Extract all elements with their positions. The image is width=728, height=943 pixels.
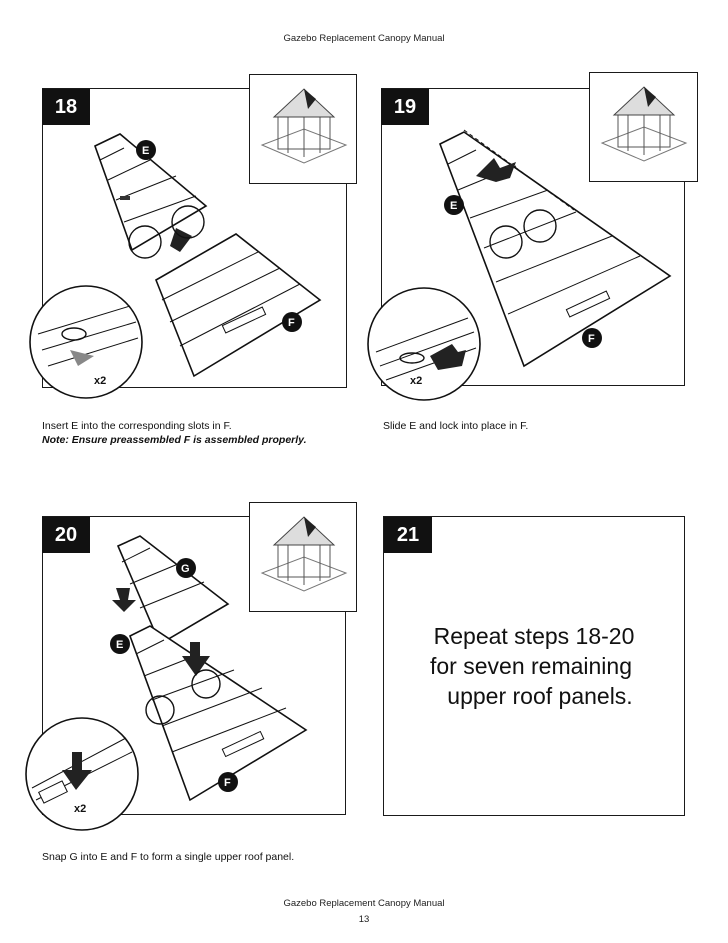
label-e: E xyxy=(450,200,457,212)
step-20-number: 20 xyxy=(42,517,90,553)
label-g: G xyxy=(181,563,190,575)
arrow-down-icon xyxy=(170,228,192,252)
page-footer: Gazebo Replacement Canopy Manual xyxy=(283,898,445,909)
multiplier-label: x2 xyxy=(74,803,86,815)
detail-circle xyxy=(128,225,162,259)
repeat-line-2: for seven remaining xyxy=(430,653,632,679)
zoom-detail: x2 xyxy=(25,717,139,831)
step-18-note-text: Note: Ensure preassembled F is assembled… xyxy=(42,434,307,446)
label-e-badge xyxy=(110,634,130,654)
label-f-badge xyxy=(218,772,238,792)
detail-circle xyxy=(489,225,523,259)
page-number: 13 xyxy=(358,914,370,925)
label-e-badge xyxy=(136,140,156,160)
arrow-down-icon xyxy=(182,642,210,676)
gazebo-icon xyxy=(260,88,348,164)
multiplier-label: x2 xyxy=(410,375,422,387)
step-21-number: 21 xyxy=(384,517,432,553)
detail-circle xyxy=(171,205,205,239)
label-f: F xyxy=(288,317,295,329)
detail-circle xyxy=(191,669,221,699)
detail-circle xyxy=(145,695,175,725)
arrow-down-icon xyxy=(112,588,136,612)
label-g-badge xyxy=(176,558,196,578)
step-19-gazebo-thumbnail xyxy=(589,72,698,182)
step-18-note: Note: Ensure preassembled F is assembled… xyxy=(42,433,342,447)
roof-panel-e xyxy=(94,133,208,252)
gazebo-icon xyxy=(260,516,348,592)
label-e: E xyxy=(142,145,149,157)
multiplier-label: x2 xyxy=(94,375,106,387)
gazebo-icon xyxy=(600,86,688,162)
roof-panel-f xyxy=(155,233,322,378)
detail-circle xyxy=(523,209,557,243)
step-21-panel: Repeat steps 18-20 for seven remaining u… xyxy=(383,516,685,816)
repeat-instruction: Repeat steps 18-20 for seven remaining u… xyxy=(384,621,684,711)
step-20-caption: Snap G into E and F to form a single upp… xyxy=(42,851,295,863)
step-19-caption: Slide E and lock into place in F. xyxy=(383,420,529,432)
label-f-badge xyxy=(582,328,602,348)
label-f: F xyxy=(224,777,231,789)
roof-panel-g xyxy=(116,535,230,646)
label-f-badge xyxy=(282,312,302,332)
zoom-detail: x2 xyxy=(367,287,481,401)
step-20-gazebo-thumbnail xyxy=(249,502,357,612)
roof-panel-e-f xyxy=(129,625,308,802)
step-19-number: 19 xyxy=(381,89,429,125)
repeat-line-1: Repeat steps 18-20 xyxy=(433,623,635,649)
arrow-slide-icon xyxy=(476,158,516,182)
repeat-line-3: upper roof panels. xyxy=(447,683,633,709)
zoom-detail: x2 xyxy=(29,285,143,399)
step-18-caption: Insert E into the corresponding slots in… xyxy=(42,420,232,432)
step-18-gazebo-thumbnail xyxy=(249,74,357,184)
label-e: E xyxy=(116,639,123,651)
label-e-badge xyxy=(444,195,464,215)
label-f: F xyxy=(588,333,595,345)
step-18-number: 18 xyxy=(42,89,90,125)
page-header: Gazebo Replacement Canopy Manual xyxy=(283,33,445,44)
